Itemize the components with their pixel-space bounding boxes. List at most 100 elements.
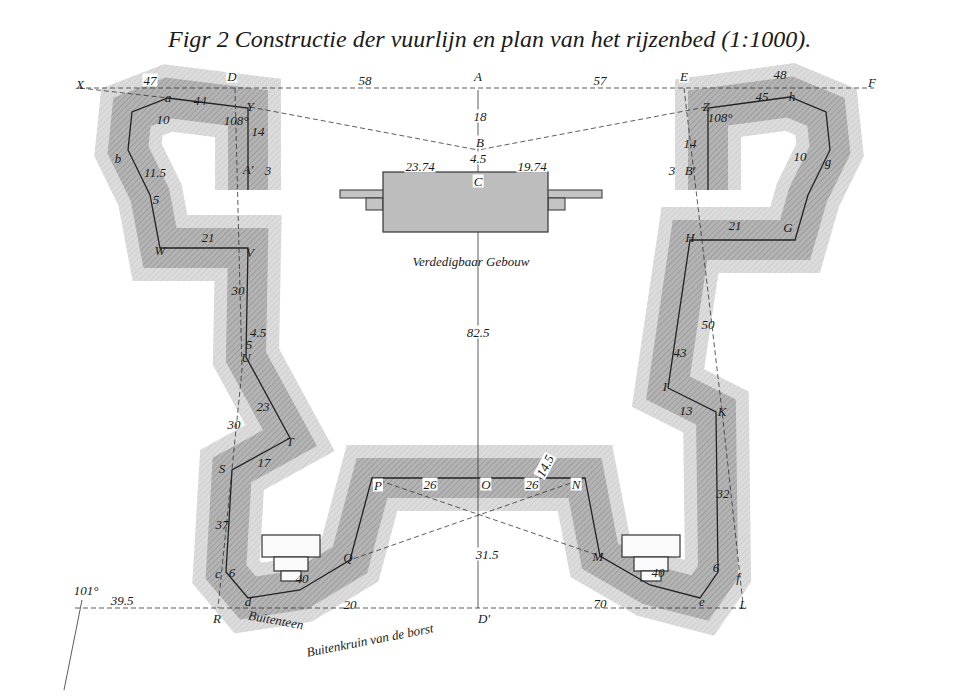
parapet-band [128, 97, 830, 598]
dimension-label: K [718, 405, 727, 418]
dimension-label: 47 [143, 74, 158, 87]
dimension-label: h [789, 90, 796, 103]
dimension-label: 5 [246, 338, 253, 351]
dimension-label: Y [246, 100, 253, 113]
dimension-label: 45 [756, 90, 769, 103]
dimension-label: Q [343, 551, 352, 564]
construction-line [78, 88, 874, 89]
dimension-label: 31.5 [475, 548, 500, 561]
dimension-label: 10 [157, 113, 170, 126]
dimension-label: 40 [296, 572, 309, 585]
dimension-label: 13 [680, 404, 693, 417]
dimension-label: 108° [224, 114, 249, 127]
dimension-label: 6 [229, 566, 236, 579]
figure-title: Figr 2 Constructie der vuurlijn en plan … [168, 26, 811, 52]
construction-line [478, 107, 706, 150]
dimension-label: 50 [702, 318, 715, 331]
dimension-label: 21 [202, 231, 215, 244]
dimension-label: F [868, 76, 876, 89]
dimension-label: 3 [265, 164, 272, 177]
rampart [128, 97, 830, 598]
dimension-label: U [241, 351, 250, 364]
dimension-label: T [286, 435, 293, 448]
dimension-label: 6 [713, 561, 720, 574]
dimension-label: g [825, 155, 832, 168]
dimension-label: d [245, 595, 252, 608]
dimension-label: b [115, 152, 122, 165]
dimension-label: 17 [258, 456, 271, 469]
dimension-label: 26 [423, 478, 438, 491]
dimension-label: 82.5 [466, 326, 491, 339]
dimension-label: c [215, 567, 221, 580]
dimension-label: L [739, 598, 746, 611]
dimension-label: V [246, 246, 254, 259]
dimension-label: 57 [593, 74, 608, 87]
dimension-label: 5 [153, 193, 160, 206]
dimension-label: 43 [674, 346, 687, 359]
dimension-label: S [219, 462, 226, 475]
construction-line [250, 107, 478, 150]
annotation-text: Buitenkruin van de borst [305, 621, 434, 658]
dimension-label: G [783, 221, 792, 234]
dimension-label: 3 [669, 164, 676, 177]
dimension-label: 14 [252, 125, 265, 138]
construction-line [372, 478, 600, 556]
dimension-label: 58 [358, 74, 373, 87]
dimension-label: 101° [73, 584, 100, 597]
dimension-label: 108° [708, 111, 733, 124]
angle-line [64, 600, 82, 690]
building-outline: Verdedigbaar Gebouw [336, 168, 606, 272]
dimension-label: 14 [684, 137, 697, 150]
dimension-label: D [226, 70, 237, 83]
dimension-label: a [165, 91, 172, 104]
dimension-label: C [473, 175, 484, 188]
construction-line [80, 88, 168, 98]
dimension-label: 21 [729, 219, 742, 232]
dimension-label: M [593, 550, 604, 563]
axis-line [478, 90, 479, 608]
dimension-label: I [663, 380, 667, 393]
dimension-label: 4.5 [250, 326, 266, 339]
dimension-label: 20 [344, 598, 357, 611]
dimension-label: 23 [257, 400, 270, 413]
dimension-label: 26 [525, 478, 540, 491]
dimension-label: 4.5 [469, 152, 487, 165]
dimension-label: H [685, 231, 694, 244]
dimension-label: 30 [228, 418, 241, 431]
dimension-label: 39.5 [110, 594, 135, 607]
construction-line [350, 478, 585, 560]
dimension-label: e [699, 595, 705, 608]
fire-line [128, 97, 830, 598]
dimension-label: X [76, 78, 84, 91]
dimension-label: N [571, 478, 582, 491]
dimension-label: R [213, 612, 221, 625]
dimension-label: f [736, 571, 740, 584]
building-shape [336, 168, 606, 238]
dimension-label: A [473, 70, 483, 83]
building-name: Verdedigbaar Gebouw [336, 254, 606, 272]
dimension-label: 44 [194, 94, 207, 107]
dimension-label: 19.74 [516, 160, 547, 173]
dimension-label: 23.74 [404, 160, 435, 173]
dimension-label: 18 [473, 110, 488, 123]
dimension-label: A' [243, 163, 254, 176]
dimension-label: 70 [594, 597, 607, 610]
dimension-label: E [679, 70, 689, 83]
construction-line [684, 88, 743, 604]
dimension-label: 30 [232, 284, 245, 297]
dimension-label: P [373, 479, 383, 492]
dimension-label: W [155, 244, 166, 257]
dimension-label: 40 [652, 566, 665, 579]
dimension-label: 37 [216, 518, 229, 531]
glacis-band [128, 97, 830, 598]
dimension-label: 10 [794, 150, 807, 163]
dimension-label: D' [477, 612, 491, 625]
dimension-label: B [475, 136, 485, 149]
dimension-label: 32 [717, 487, 730, 500]
dimension-label: 11.5 [144, 166, 166, 179]
gun-emplacement [262, 535, 320, 581]
dimension-label: B' [685, 164, 696, 177]
construction-line [75, 608, 745, 609]
dimension-label: O [480, 478, 491, 491]
